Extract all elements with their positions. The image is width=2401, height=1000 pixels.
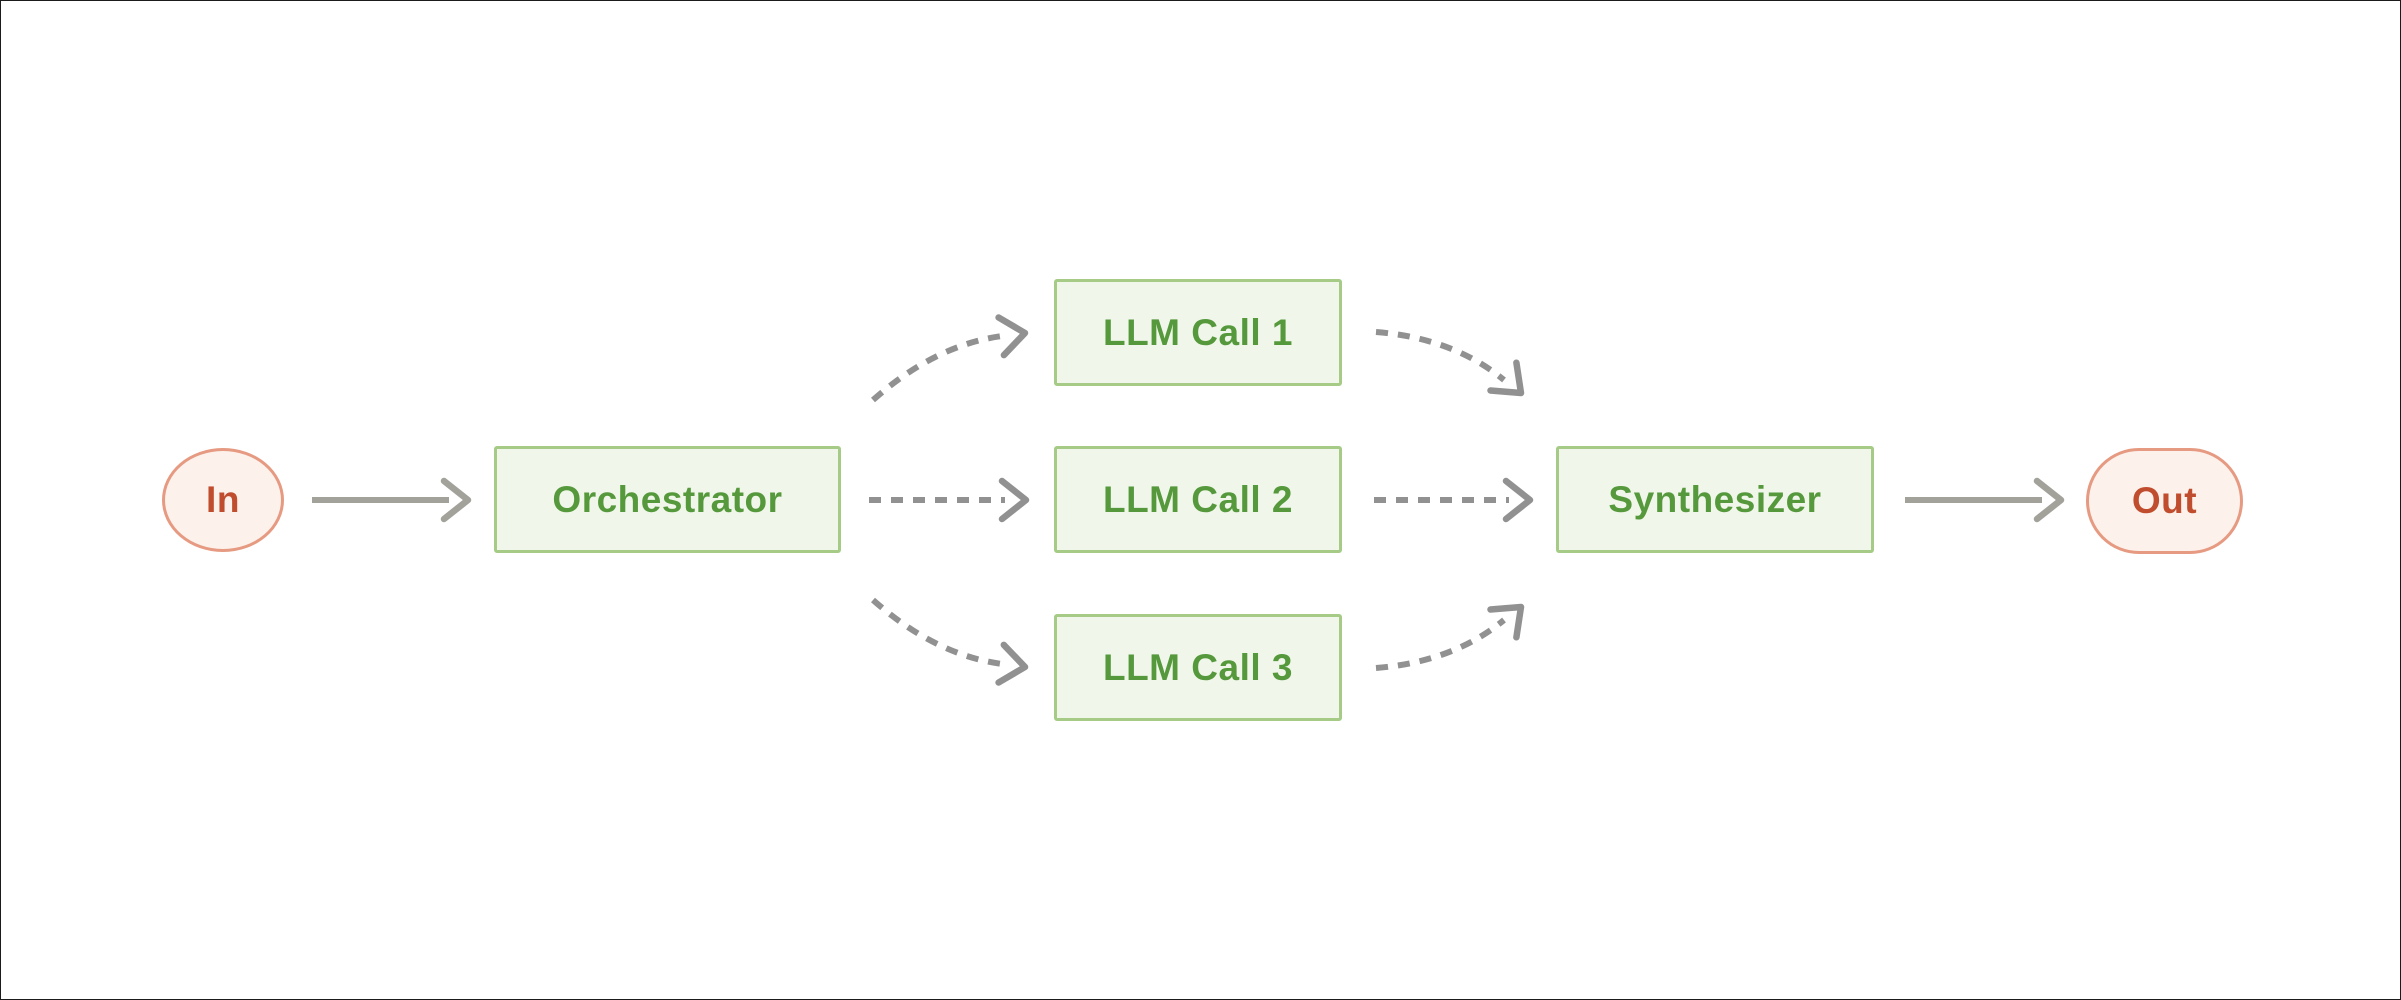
node-in: In (162, 448, 284, 552)
node-llm-call-1-label: LLM Call 1 (1102, 311, 1294, 353)
node-llm-call-1: LLM Call 1 (1054, 279, 1342, 386)
arrowhead-right-icon (1502, 477, 1534, 523)
node-out-label: Out (2131, 480, 2198, 521)
arrowhead-right-icon (2033, 477, 2065, 523)
node-llm-call-3: LLM Call 3 (1054, 614, 1342, 721)
node-out: Out (2086, 448, 2243, 554)
arrowhead-down-right-icon (1487, 359, 1525, 397)
node-synthesizer: Synthesizer (1556, 446, 1874, 553)
node-orchestrator: Orchestrator (494, 446, 841, 553)
edge-orchestrator-to-llm-call-1 (871, 333, 1003, 403)
arrowhead-down-right-icon (995, 641, 1029, 686)
node-orchestrator-label: Orchestrator (552, 478, 783, 520)
node-in-label: In (206, 479, 240, 520)
arrowhead-right-icon (440, 477, 472, 523)
edge-orchestrator-to-llm-call-3 (871, 597, 1003, 667)
arrowhead-up-right-icon (995, 314, 1029, 359)
arrowhead-right-icon (998, 477, 1030, 523)
edge-llm-call-3-to-synthesizer (1375, 617, 1506, 671)
edge-llm-call-1-to-synthesizer (1375, 329, 1506, 383)
arrowhead-up-right-icon (1487, 603, 1525, 641)
node-synthesizer-label: Synthesizer (1608, 478, 1822, 520)
node-llm-call-3-label: LLM Call 3 (1102, 646, 1294, 688)
node-llm-call-2: LLM Call 2 (1054, 446, 1342, 553)
node-llm-call-2-label: LLM Call 2 (1102, 478, 1294, 520)
